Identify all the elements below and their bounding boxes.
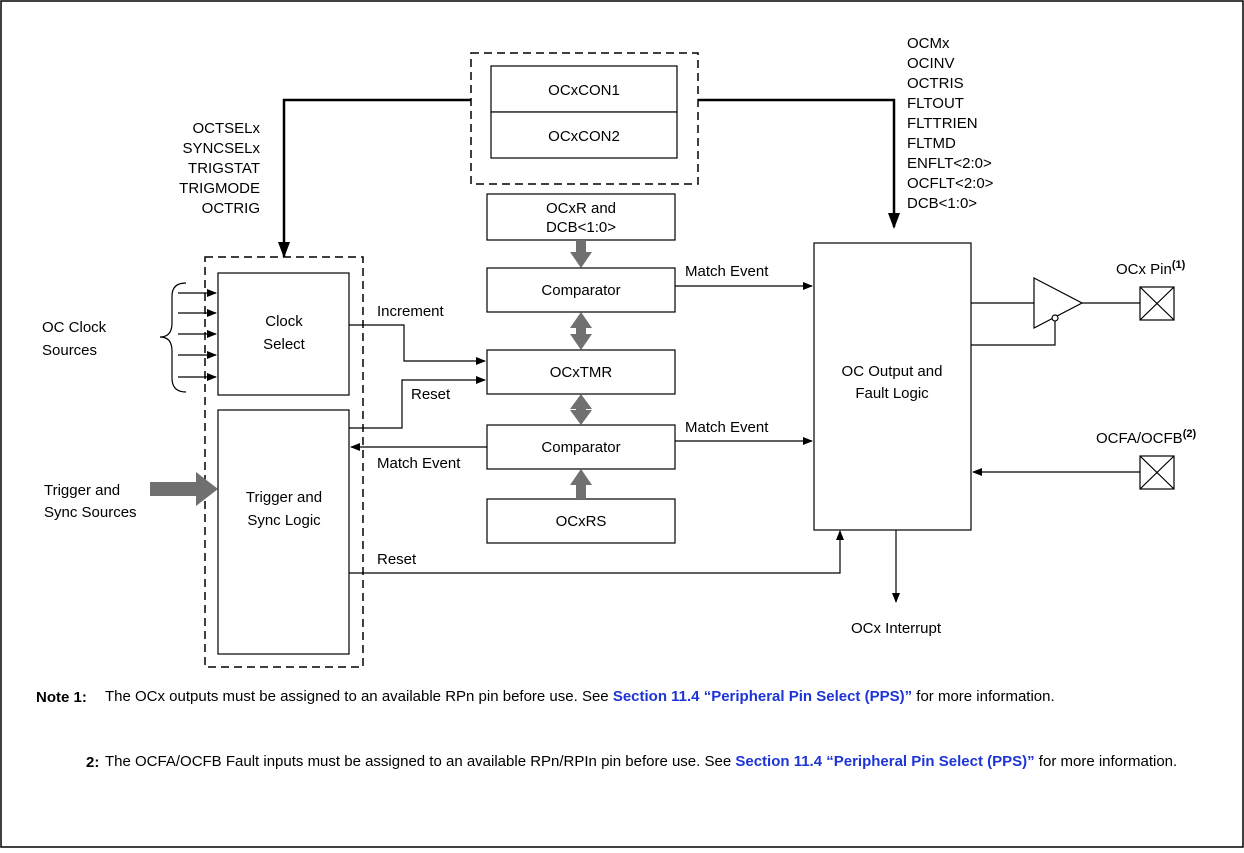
trigger-sync-sources-label: Sync Sources xyxy=(44,504,137,521)
ocxtmr-label: OCxTMR xyxy=(550,364,613,381)
oc-clock-sources-label: Sources xyxy=(42,342,97,359)
ocx-pin-name: OCx Pin xyxy=(1116,261,1172,278)
increment-line xyxy=(349,324,486,365)
left-control-bits: OCTSELx SYNCSELx TRIGSTAT TRIGMODE OCTRI… xyxy=(179,120,260,217)
ocxr-register xyxy=(486,193,676,241)
comparator-top-label: Comparator xyxy=(541,282,620,299)
buffer-enable-bubble xyxy=(1051,314,1059,322)
ocx-pin-note-ref: (1) xyxy=(1172,259,1186,271)
output-fault-logic-block xyxy=(813,242,972,531)
ocxr-label: DCB<1:0> xyxy=(546,219,616,236)
ocx-pin-label: OCx Pin(1) xyxy=(1116,259,1186,278)
fault-pin-cross xyxy=(1139,455,1175,490)
ocfa-ocfb-name: OCFA/OCFB xyxy=(1096,430,1183,447)
reset-output-line xyxy=(349,530,844,574)
ocxcon2-register xyxy=(490,111,678,159)
match-event-back-label: Match Event xyxy=(377,455,461,472)
control-bit: FLTOUT xyxy=(907,95,964,112)
clock-source-brace xyxy=(159,282,187,393)
control-bit: OCTRIS xyxy=(907,75,964,92)
control-bit: OCTRIG xyxy=(202,200,260,217)
clock-source-arrows xyxy=(178,289,217,381)
ocxcon1-register xyxy=(490,65,678,113)
data-bus-arrows xyxy=(570,240,592,499)
match-event-top-label: Match Event xyxy=(685,263,769,280)
output-logic-label: Fault Logic xyxy=(855,385,929,402)
trigger-clock-group xyxy=(204,256,364,668)
control-bit: DCB<1:0> xyxy=(907,195,977,212)
reset-tmr-label: Reset xyxy=(411,386,451,403)
control-bit: OCTSELx xyxy=(192,120,260,137)
trigger-sync-block xyxy=(217,409,350,655)
output-buffer-icon xyxy=(1033,277,1084,329)
control-register-group xyxy=(470,52,699,185)
control-bit: OCFLT<2:0> xyxy=(907,175,994,192)
increment-label: Increment xyxy=(377,303,445,320)
control-bit: FLTMD xyxy=(907,135,956,152)
buffer-enable-line xyxy=(971,321,1056,346)
left-control-line xyxy=(282,98,471,257)
ocx-pin-cross xyxy=(1139,286,1175,321)
reset-tmr-line xyxy=(349,376,486,429)
ocxrs-to-comparator-arrow xyxy=(570,469,592,499)
comparator-tmr-arrow xyxy=(570,312,592,350)
trigger-sync-label: Trigger and xyxy=(246,489,322,506)
control-bit: TRIGSTAT xyxy=(188,160,260,177)
comparator-top-block xyxy=(486,267,676,313)
right-control-arrowhead xyxy=(888,213,900,229)
left-control-arrowhead xyxy=(278,242,290,258)
control-bit: SYNCSELx xyxy=(182,140,260,157)
clock-select-label: Clock xyxy=(265,313,303,330)
control-bit: OCINV xyxy=(907,55,955,72)
reset-output-label: Reset xyxy=(377,551,417,568)
control-bit: FLTTRIEN xyxy=(907,115,978,132)
control-bit: OCMx xyxy=(907,35,950,52)
oc-clock-sources-label: OC Clock xyxy=(42,319,107,336)
clock-select-block xyxy=(217,272,350,396)
right-control-line xyxy=(698,98,896,227)
trigger-sync-sources-label: Trigger and xyxy=(44,482,120,499)
output-logic-label: OC Output and xyxy=(842,363,943,380)
ocxcon1-label: OCxCON1 xyxy=(548,82,620,99)
ocxrs-label: OCxRS xyxy=(556,513,607,530)
trigger-sync-label: Sync Logic xyxy=(247,512,321,529)
ocfa-ocfb-note-ref: (2) xyxy=(1183,428,1197,440)
match-event-bottom-label: Match Event xyxy=(685,419,769,436)
right-control-bits: OCMx OCINV OCTRIS FLTOUT FLTTRIEN FLTMD … xyxy=(907,35,994,212)
comparator-bottom-label: Comparator xyxy=(541,439,620,456)
trigger-sources-arrow xyxy=(150,472,218,506)
ocxtmr-register xyxy=(486,349,676,395)
ocxr-to-comparator-arrow xyxy=(570,240,592,268)
ocxr-label: OCxR and xyxy=(546,200,616,217)
control-bit: ENFLT<2:0> xyxy=(907,155,992,172)
interrupt-label: OCx Interrupt xyxy=(851,620,942,637)
ocfa-ocfb-label: OCFA/OCFB(2) xyxy=(1096,428,1196,447)
clock-select-label: Select xyxy=(263,336,306,353)
ocxcon2-label: OCxCON2 xyxy=(548,128,620,145)
control-bit: TRIGMODE xyxy=(179,180,260,197)
tmr-comparator-arrow xyxy=(570,394,592,425)
